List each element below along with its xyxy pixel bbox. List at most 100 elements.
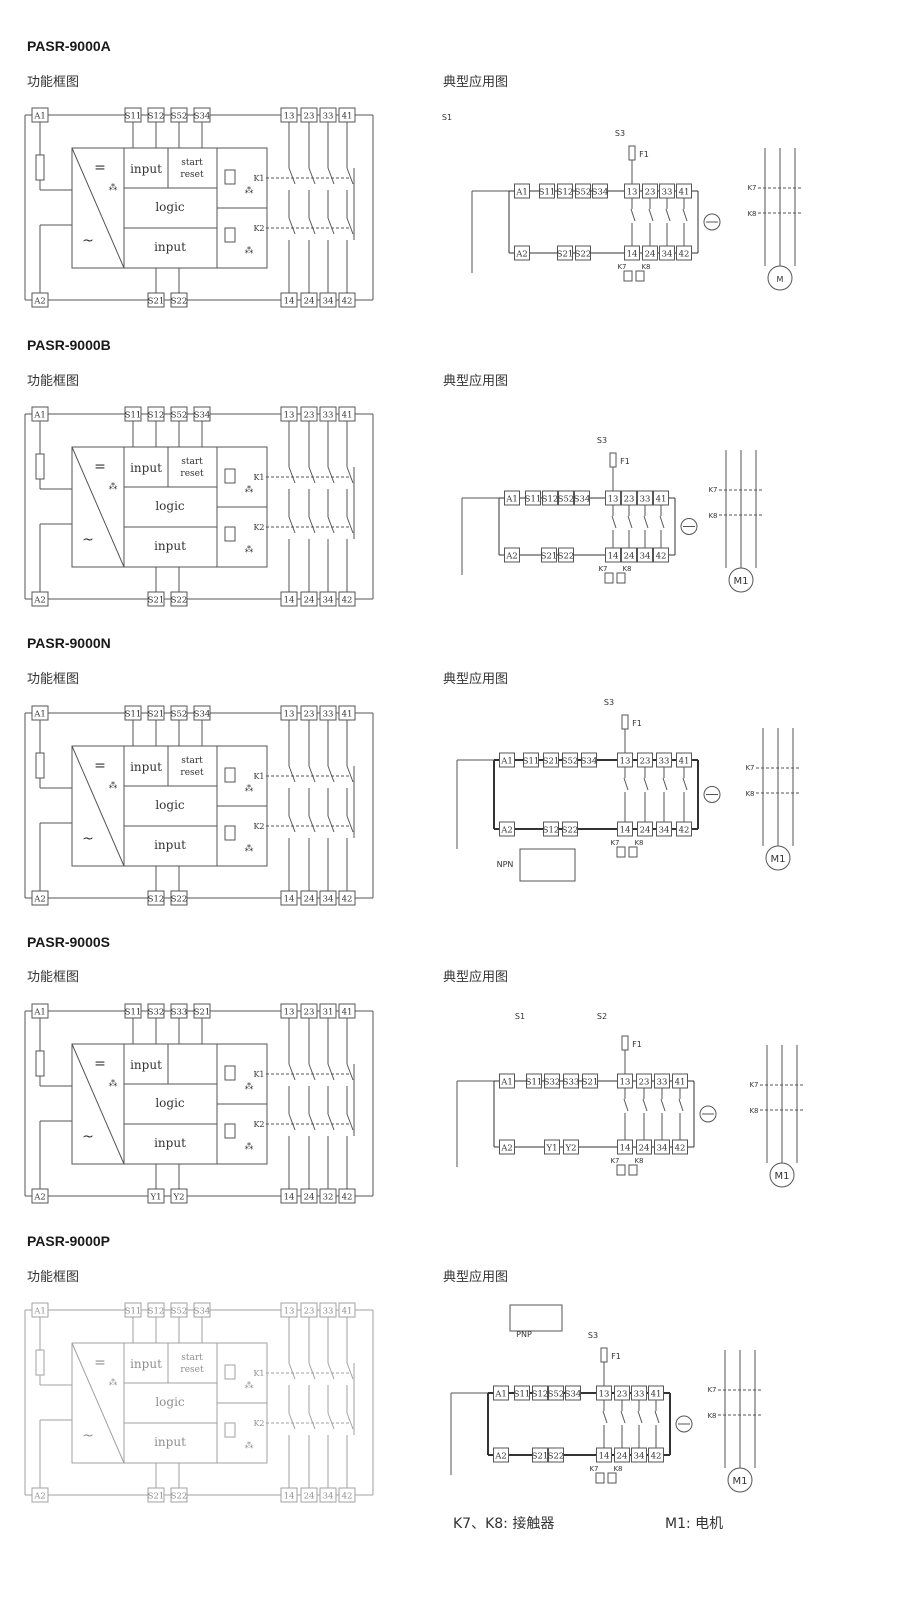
terminal-label: S11 xyxy=(525,495,542,505)
start-reset-block xyxy=(167,1342,218,1384)
terminal-label: S21 xyxy=(194,1008,211,1018)
terminal-label: 14 xyxy=(620,1144,631,1154)
terminal-label: S12 xyxy=(543,826,560,836)
relay-coil xyxy=(224,767,236,783)
terminal-label: 13 xyxy=(620,757,631,767)
terminal-label: S11 xyxy=(539,188,556,198)
contactor-coil xyxy=(623,270,633,282)
terminal-label: 33 xyxy=(640,495,651,505)
start-label: start xyxy=(181,158,203,168)
terminal-box xyxy=(504,490,520,506)
start-reset-block xyxy=(167,147,218,189)
wire xyxy=(288,1063,296,1081)
led-icon: ⁂ xyxy=(245,1440,254,1451)
terminal-label: 23 xyxy=(304,710,315,720)
terminal-label: A1 xyxy=(494,1390,507,1400)
led-icon: ⁂ xyxy=(245,1380,254,1391)
terminal-box xyxy=(563,1073,579,1089)
wire xyxy=(678,1098,684,1112)
switch-label: S3 xyxy=(604,698,614,707)
terminal-box xyxy=(147,890,165,906)
terminal-box xyxy=(31,1302,49,1318)
switch-label: S1 xyxy=(515,1012,525,1021)
input-block xyxy=(123,1123,218,1165)
terminal-box xyxy=(170,406,188,422)
input-block xyxy=(123,825,218,867)
wire xyxy=(327,1113,335,1131)
terminal-label: S22 xyxy=(171,297,188,307)
terminal-box xyxy=(193,107,211,123)
terminal-label: 42 xyxy=(656,552,667,562)
wire xyxy=(71,446,125,568)
terminal-box xyxy=(124,1003,142,1019)
terminal-label: 13 xyxy=(284,710,295,720)
contactor-label: K7 xyxy=(747,184,756,192)
terminal-label: Y2 xyxy=(564,1144,576,1154)
wire xyxy=(643,515,649,529)
model-title: PASR-9000P xyxy=(27,1233,111,1249)
terminal-label: S21 xyxy=(557,250,574,260)
terminal-label: S11 xyxy=(125,411,142,421)
terminal-label: A2 xyxy=(500,1144,513,1154)
wire xyxy=(327,466,335,484)
terminal-label: 13 xyxy=(284,1008,295,1018)
wire xyxy=(346,1362,354,1380)
fuse-symbol xyxy=(35,1050,45,1077)
terminal-label: 33 xyxy=(323,710,334,720)
fuse-label: F1 xyxy=(639,150,649,159)
terminal-box xyxy=(31,1487,49,1503)
wire xyxy=(637,1410,643,1424)
terminal-label: S21 xyxy=(541,552,558,562)
terminal-box xyxy=(31,292,49,308)
wire xyxy=(308,167,316,185)
wire xyxy=(643,777,649,791)
terminal-label: S21 xyxy=(148,1492,165,1502)
motor-label: M1 xyxy=(733,1476,748,1487)
terminal-box xyxy=(514,245,530,261)
terminal-label: S21 xyxy=(582,1078,599,1088)
wire xyxy=(288,765,296,783)
contactor-label: K8 xyxy=(749,1107,758,1115)
motor-label: M1 xyxy=(734,576,749,587)
terminal-label: A1 xyxy=(33,1008,46,1018)
terminal-box xyxy=(193,1302,211,1318)
led-icon: ⁂ xyxy=(109,182,118,193)
wire xyxy=(288,167,296,185)
npn-sensor xyxy=(519,848,576,882)
terminal-label: 13 xyxy=(284,411,295,421)
terminal-box xyxy=(170,107,188,123)
terminal-box xyxy=(557,245,573,261)
terminal-label: 14 xyxy=(284,1492,295,1502)
terminal-label: 41 xyxy=(342,112,353,122)
led-icon: ⁂ xyxy=(245,1141,254,1152)
terminal-label: 23 xyxy=(304,1008,315,1018)
ac-symbol: ~ xyxy=(82,831,94,847)
application-diagram-label: 典型应用图 xyxy=(443,1270,509,1285)
motor-legend: M1: 电机 xyxy=(665,1516,724,1532)
terminal-box xyxy=(170,1188,188,1204)
switch-label: S3 xyxy=(615,129,625,138)
input-block xyxy=(123,1342,169,1384)
wire xyxy=(288,1412,296,1430)
switch-label: S1 xyxy=(442,113,452,122)
terminal-label: 33 xyxy=(323,1307,334,1317)
terminal-box xyxy=(170,591,188,607)
terminal-label: S22 xyxy=(171,1492,188,1502)
terminal-label: A2 xyxy=(500,826,513,836)
terminal-box xyxy=(170,1003,188,1019)
terminal-label: 23 xyxy=(640,757,651,767)
terminal-label: 33 xyxy=(659,757,670,767)
contactor-coil xyxy=(628,846,638,858)
terminal-label: 33 xyxy=(634,1390,645,1400)
terminal-label: S52 xyxy=(558,495,575,505)
terminal-label: 14 xyxy=(284,596,295,606)
block-diagram-label: 功能框图 xyxy=(27,970,80,985)
terminal-box xyxy=(193,705,211,721)
terminal-label: S22 xyxy=(562,826,579,836)
terminal-label: S21 xyxy=(543,757,560,767)
terminal-label: 42 xyxy=(679,250,690,260)
terminal-box xyxy=(526,1073,542,1089)
